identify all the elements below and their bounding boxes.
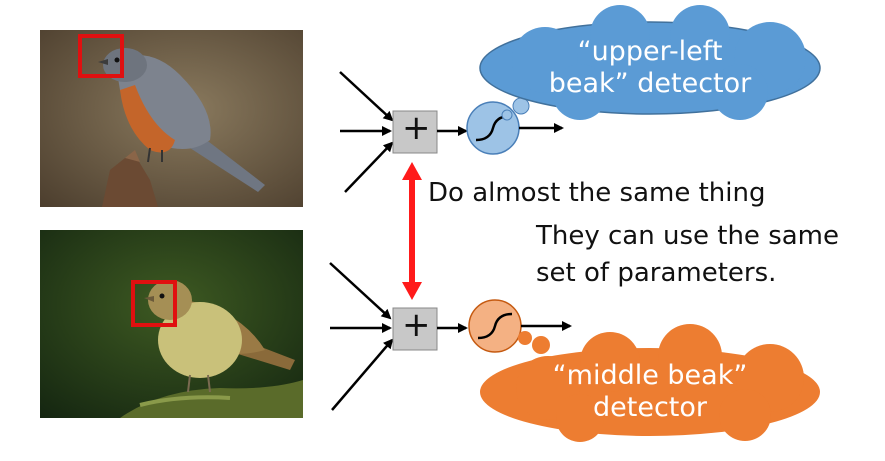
upper-bird-image — [40, 30, 303, 207]
upper-plus-icon: + — [402, 108, 431, 148]
upper-cloud-line1: “upper-left — [577, 36, 723, 67]
lower-cloud-line1: “middle beak” — [552, 360, 748, 391]
red-arrow-head-up — [402, 162, 422, 180]
lower-bird-image — [40, 230, 303, 418]
red-arrow-head-down — [402, 282, 422, 300]
lower-neuron — [468, 299, 522, 353]
upper-left-highlight-box — [78, 34, 124, 78]
upper-adder-box — [392, 110, 438, 154]
lower-cloud — [480, 324, 820, 442]
lower-adder-box — [392, 307, 438, 351]
lower-cloud-label: “middle beak” detector — [510, 360, 790, 425]
sigmoid-icon — [477, 312, 513, 340]
upper-neuron — [466, 97, 530, 155]
lower-cloud-line2: detector — [593, 392, 707, 424]
upper-bird-photo — [40, 30, 303, 207]
lower-plus-icon: + — [402, 305, 431, 345]
upper-cloud-line2: beak” detector — [548, 68, 752, 100]
parameters-caption-line2: set of parameters. — [536, 258, 777, 288]
middle-highlight-box — [131, 280, 177, 327]
upper-cloud-label: “upper-left beak” detector — [510, 36, 790, 101]
upper-cloud — [479, 5, 821, 120]
upper-input-arrows — [339, 71, 394, 193]
lower-input-arrows — [329, 262, 394, 411]
lower-bird-photo — [40, 230, 303, 418]
same-thing-caption: Do almost the same thing — [428, 178, 766, 208]
parameters-caption-line1: They can use the same — [536, 221, 839, 251]
